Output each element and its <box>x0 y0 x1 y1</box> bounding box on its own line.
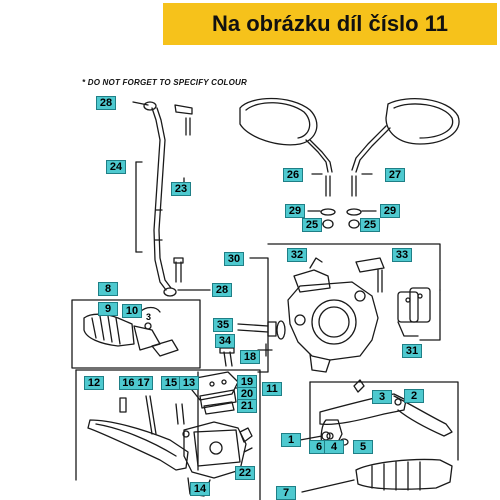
label-part-34: 34 <box>215 334 235 348</box>
label-part-1: 1 <box>281 433 301 447</box>
brake-hose <box>143 101 177 297</box>
small-label-3: 3 <box>146 312 152 322</box>
label-part-29-right: 29 <box>380 204 400 218</box>
label-part-33: 33 <box>392 248 412 262</box>
bolt-34 <box>257 343 273 357</box>
label-part-14: 14 <box>190 482 210 496</box>
small-parts-4-5-6 <box>321 379 365 446</box>
label-part-35: 35 <box>213 318 233 332</box>
label-part-22: 22 <box>235 466 255 480</box>
grip-frame <box>71 299 201 369</box>
mirror-stems <box>307 173 377 229</box>
label-part-10: 10 <box>122 304 142 318</box>
screw-18 <box>219 347 235 367</box>
banjo-bolt-top <box>174 104 193 136</box>
caliper-frame <box>249 243 441 373</box>
label-part-26: 26 <box>283 168 303 182</box>
label-part-27: 27 <box>385 168 405 182</box>
brake-pads-31 <box>397 287 431 337</box>
label-part-12: 12 <box>84 376 104 390</box>
leader-7 <box>301 479 355 493</box>
front-brake-lever-12 <box>87 419 189 471</box>
colour-note: * DO NOT FORGET TO SPECIFY COLOUR <box>82 78 247 87</box>
part-number-banner: Na obrázku díl číslo 11 <box>163 3 497 45</box>
leader-1 <box>299 435 323 441</box>
left-grip-7 <box>355 458 453 491</box>
label-part-23: 23 <box>171 182 191 196</box>
throttle-grip-9 <box>83 313 179 357</box>
lever-frame <box>309 381 459 461</box>
label-part-28-mid: 28 <box>212 283 232 297</box>
label-part-3: 3 <box>372 390 392 404</box>
label-part-9: 9 <box>98 302 118 316</box>
label-part-30: 30 <box>224 252 244 266</box>
rear-brake-lever-2 <box>319 393 453 437</box>
label-part-13: 13 <box>179 376 199 390</box>
label-part-4: 4 <box>324 440 344 454</box>
leader-28-top <box>132 101 149 106</box>
label-part-25-right: 25 <box>360 218 380 232</box>
mirror-left <box>239 97 333 173</box>
mirror-right <box>351 98 460 173</box>
label-part-21: 21 <box>237 399 257 413</box>
label-part-16-17: 16 17 <box>119 376 153 390</box>
label-part-28: 28 <box>96 96 116 110</box>
reservoir-cap-19-20-21 <box>191 371 239 415</box>
brake-caliper <box>287 257 379 373</box>
label-part-2: 2 <box>404 389 424 403</box>
label-part-8: 8 <box>98 282 118 296</box>
label-part-20: 20 <box>237 387 257 401</box>
label-part-24: 24 <box>106 160 126 174</box>
hose-clamp <box>173 257 184 283</box>
pivot-bolt-16-17 <box>119 395 190 438</box>
master-cylinder-frame <box>75 369 261 500</box>
label-part-5: 5 <box>353 440 373 454</box>
label-part-15: 15 <box>161 376 181 390</box>
caliper-bolt-35 <box>237 320 286 340</box>
label-part-18: 18 <box>240 350 260 364</box>
label-part-32: 32 <box>287 248 307 262</box>
label-part-7: 7 <box>276 486 296 500</box>
lever-bracket-1 <box>320 419 343 447</box>
label-part-29-left: 29 <box>285 204 305 218</box>
banner-title: Na obrázku díl číslo 11 <box>212 11 448 36</box>
label-part-11: 11 <box>262 382 282 396</box>
label-part-31: 31 <box>402 344 422 358</box>
switch-22 <box>239 427 253 453</box>
label-part-25-left: 25 <box>302 218 322 232</box>
bleed-screw-33 <box>355 257 385 293</box>
